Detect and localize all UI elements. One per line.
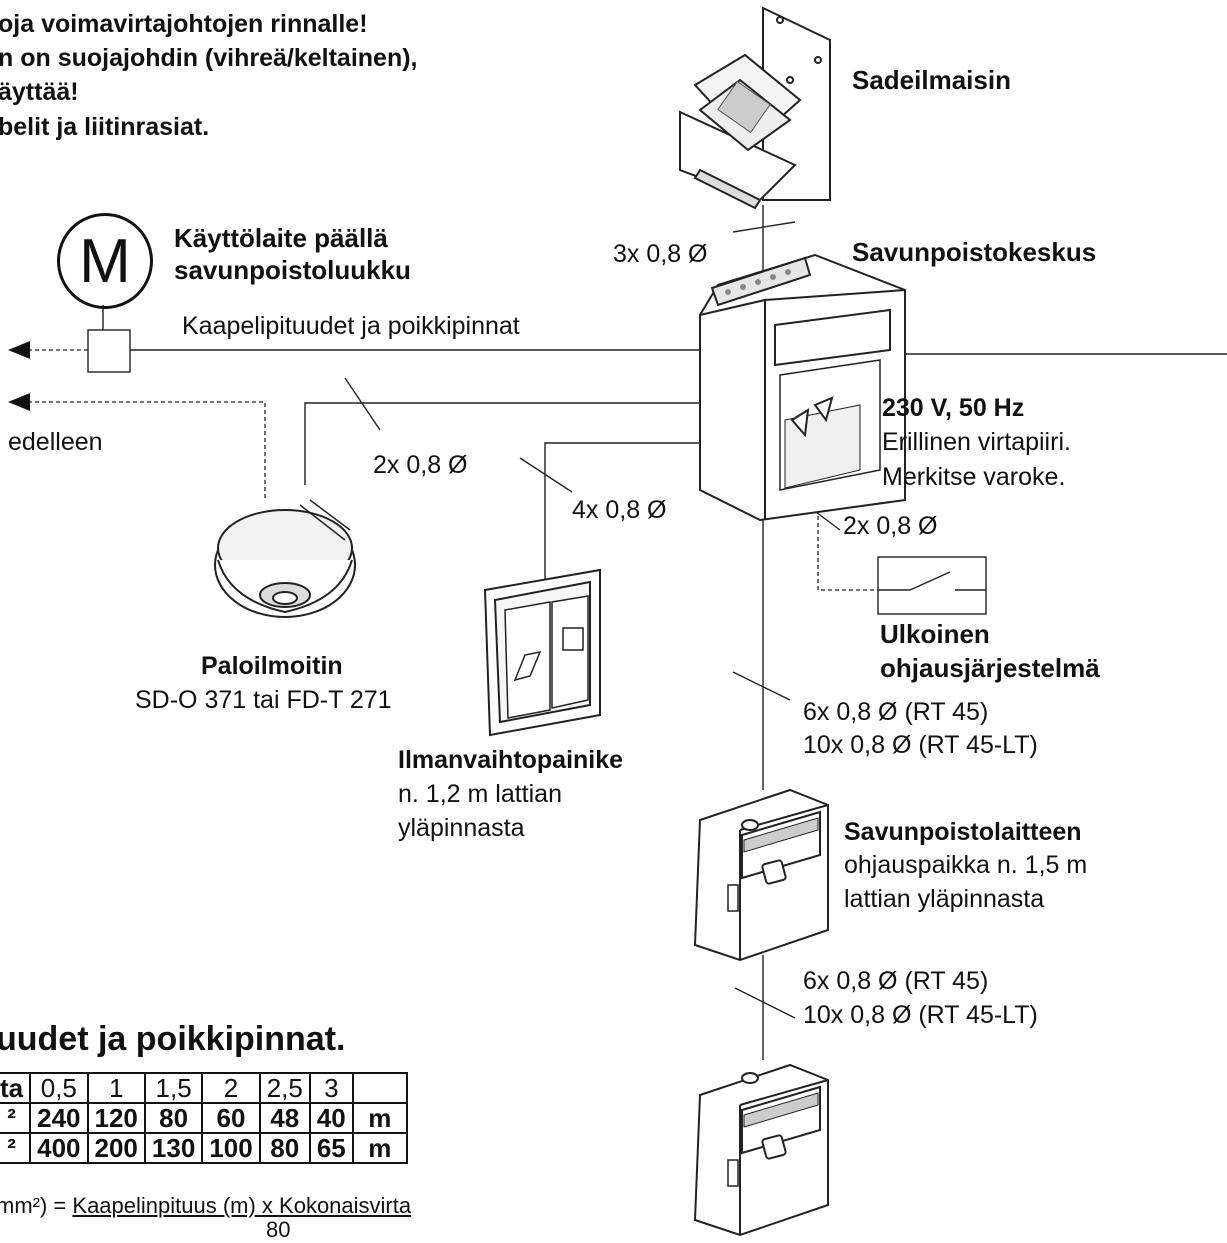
warning-line2: oja voimavirtajohtojen rinnalle! <box>0 10 368 38</box>
table-cell: 2,5 <box>258 1072 311 1104</box>
table-cell: 65 <box>308 1132 354 1164</box>
table-cell: 400 <box>29 1132 89 1164</box>
external-label-2: ohjausjärjestelmä <box>880 653 1100 683</box>
cable-detector-label: 2x 0,8 Ø <box>373 451 468 479</box>
table-cell: 2 <box>201 1072 261 1104</box>
external-switch-box <box>877 556 987 615</box>
formula-left: mm²) = <box>0 1193 73 1218</box>
power-title: 230 V, 50 Hz <box>882 394 1025 422</box>
wire-vent-button <box>544 442 700 583</box>
cable-lengths-label: Kaapelipituudet ja poikkipinnat <box>182 312 520 340</box>
table-cell: m <box>351 1102 408 1134</box>
power-line2: Merkitse varoke. <box>882 463 1066 491</box>
warning-line3: n on suojajohdin (vihreä/keltainen), <box>0 44 418 72</box>
control-center-label: Savunpoistokeskus <box>852 237 1097 267</box>
table-cell: 120 <box>86 1102 146 1134</box>
table-cell: 200 <box>86 1132 146 1164</box>
table-cell: 130 <box>143 1132 204 1164</box>
station1-drawing <box>693 788 829 962</box>
table-cell: ² <box>0 1102 32 1134</box>
table-cell: 3 <box>308 1072 354 1104</box>
motor-icon: M <box>57 213 153 309</box>
actuator-label-2: savunpoistoluukku <box>174 255 411 285</box>
warning-line5: belit ja liitinrasiat. <box>0 113 210 141</box>
vent-button-title: Ilmanvaihtopainike <box>398 746 624 774</box>
junction-box <box>87 329 131 373</box>
onward-label: edelleen <box>8 428 103 456</box>
cable-rain-label: 3x 0,8 Ø <box>613 240 708 268</box>
rain-sensor-label: Sadeilmaisin <box>852 65 1011 95</box>
table-cell: 100 <box>201 1132 261 1164</box>
table-cell: m <box>351 1132 408 1164</box>
vent-button-drawing <box>483 568 601 737</box>
table-cell <box>351 1072 408 1104</box>
arrow-left-icon <box>8 341 30 359</box>
section-title: uudet ja poikkipinnat. <box>0 1020 346 1058</box>
rain-sensor-drawing <box>679 6 831 210</box>
arrow-left-icon <box>8 393 30 411</box>
detector-title: Paloilmoitin <box>201 652 343 680</box>
table-row: ² 240 120 80 60 48 40 m <box>0 1102 408 1134</box>
formula-denominator: 80 <box>266 1217 291 1242</box>
smoke-detector-drawing <box>214 499 356 618</box>
external-label-1: Ulkoinen <box>880 619 990 649</box>
table-cell: 0,5 <box>29 1072 89 1104</box>
vent-button-line2: yläpinnasta <box>398 814 525 842</box>
detector-models: SD-O 371 tai FD-T 271 <box>135 686 392 714</box>
formula-numerator: Kaapelinpituus (m) x Kokonaisvirta <box>72 1193 412 1218</box>
table-cell: 80 <box>143 1102 204 1134</box>
control-center-drawing <box>699 253 906 522</box>
cable-station1-a: 6x 0,8 Ø (RT 45) <box>803 698 989 726</box>
warning-line4: äyttää! <box>0 78 79 106</box>
table-cell: 1,5 <box>143 1072 204 1104</box>
cable-station2-b: 10x 0,8 Ø (RT 45-LT) <box>803 1001 1038 1029</box>
cable-external-label: 2x 0,8 Ø <box>843 512 938 540</box>
table-cell: 240 <box>29 1102 89 1134</box>
cable-table: ta 0,5 1 1,5 2 2,5 3 ² 240 120 80 60 48 … <box>0 1072 408 1164</box>
cross-section-formula: mm²) = Kaapelinpituus (m) x Kokonaisvirt… <box>0 1193 412 1242</box>
vent-button-line1: n. 1,2 m lattian <box>398 780 562 808</box>
table-cell: 60 <box>201 1102 261 1134</box>
cable-vent-button-label: 4x 0,8 Ø <box>572 496 667 524</box>
table-cell: 48 <box>258 1102 311 1134</box>
station-title: Savunpoistolaitteen <box>844 818 1082 846</box>
motor-symbol: M <box>79 226 131 296</box>
power-line1: Erillinen virtapiiri. <box>882 428 1071 456</box>
cable-station2-a: 6x 0,8 Ø (RT 45) <box>803 967 989 995</box>
station-line1: ohjauspaikka n. 1,5 m <box>844 851 1088 879</box>
table-row: ta 0,5 1 1,5 2 2,5 3 <box>0 1072 408 1104</box>
station-line2: lattian yläpinnasta <box>844 885 1045 913</box>
table-row: ² 400 200 130 100 80 65 m <box>0 1132 408 1164</box>
cable-station1-b: 10x 0,8 Ø (RT 45-LT) <box>803 731 1038 759</box>
table-cell: 80 <box>258 1132 311 1164</box>
wire-detector <box>304 402 700 485</box>
actuator-label-1: Käyttölaite päällä <box>174 223 388 253</box>
table-cell: ta <box>0 1072 32 1104</box>
station2-drawing <box>693 1063 829 1237</box>
table-cell: 40 <box>308 1102 354 1134</box>
table-cell: ² <box>0 1132 32 1164</box>
table-cell: 1 <box>86 1072 146 1104</box>
